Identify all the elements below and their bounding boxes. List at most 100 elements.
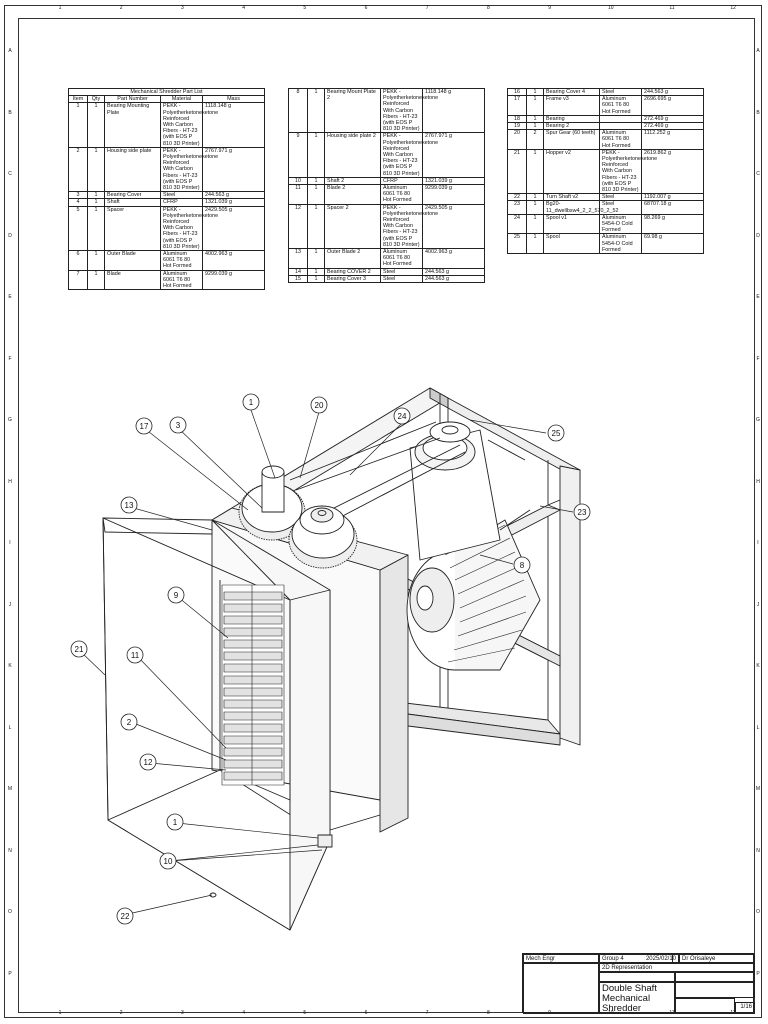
mass-cell: 1321.039 g (422, 176, 485, 186)
mass-cell: 2767.971 g (201, 146, 266, 193)
zone-column-label: 3 (181, 1010, 184, 1016)
balloon-9: 9 (167, 586, 185, 604)
tb-date-cell: 2025/02/10 (643, 954, 679, 963)
zone-row-label: N (756, 847, 760, 854)
zone-column-label: 8 (487, 5, 490, 11)
balloon-text: 25 (552, 429, 561, 438)
zone-row-label: E (8, 294, 12, 300)
material-cell: PEKK - Polyetherketoneketone Reinforced … (380, 203, 438, 250)
drawing-title-line-1: Double Shaft (602, 983, 657, 994)
material-cell: Aluminum 6061 T6 80 Hot Formed (599, 95, 642, 116)
balloon-10: 10 (159, 852, 177, 870)
balloon-11: 11 (126, 646, 144, 664)
drawing-title-line-2: Mechanical (602, 993, 651, 1004)
zone-row-label: D (8, 232, 12, 239)
zone-column-label: 1 (58, 5, 62, 11)
zone-row-label: I (9, 540, 11, 546)
tb-approved-cell: Dr Orisaleye (679, 954, 755, 963)
zone-row-label: C (756, 171, 760, 177)
balloon-text: 22 (121, 912, 130, 921)
balloon-text: 1 (173, 818, 178, 827)
zone-row-label: O (8, 909, 12, 915)
material-cell: PEKK - Polyetherketoneketone Reinforced … (160, 205, 218, 252)
zone-row-label: P (8, 970, 12, 977)
title-block: Mech Engr Group 4 2025/02/10 Dr Orisaley… (522, 953, 755, 1014)
material-cell: PEKK - Polyetherketoneketone Reinforced … (599, 148, 657, 195)
balloon-text: 12 (144, 758, 153, 767)
mass-cell: 272.469 g (641, 122, 704, 131)
balloon-3: 3 (169, 416, 187, 434)
outer-border (4, 5, 762, 1018)
balloon-22: 22 (116, 907, 134, 925)
balloon-text: 1 (249, 398, 254, 407)
balloon-2: 2 (120, 713, 138, 731)
zone-row-label: G (8, 417, 12, 423)
material-cell: Aluminum 6061 T6 80 Hot Formed (380, 184, 423, 205)
tb-empty-cell-2 (675, 972, 755, 982)
zone-column-label: 10 (608, 5, 614, 11)
balloon-text: 11 (131, 651, 140, 660)
material-cell: Aluminum 6061 T6 80 Hot Formed (599, 129, 642, 150)
balloon-24: 24 (393, 407, 411, 425)
part-number-cell: Bearing Mount Plate 2 (324, 87, 381, 134)
qty-cell: 1 (87, 269, 105, 291)
zone-row-label: C (8, 171, 12, 177)
zone-row-label: H (756, 478, 760, 485)
spur-gears-20 (238, 465, 358, 569)
belt-drive (289, 421, 466, 521)
zone-row-label: I (757, 540, 759, 546)
balloon-23: 23 (573, 503, 591, 521)
tb-sheet-number: 1/16 (740, 1004, 752, 1010)
tb-approved-by: Dr Orisaleye (682, 956, 716, 962)
zone-column-label: 6 (364, 1010, 368, 1016)
material-cell: PEKK - Polyetherketoneketone Reinforced … (160, 102, 218, 148)
tb-doc-type-cell: 2D Representation (599, 963, 755, 972)
balloon-1: 1 (166, 813, 184, 831)
mass-cell: 9299.039 g (201, 269, 266, 291)
zone-row-label: K (8, 663, 12, 669)
mass-cell: 244.563 g (641, 87, 704, 97)
zone-column-label: 7 (425, 1010, 429, 1016)
parts-list-title: Mechanical Shredder Part List (67, 87, 266, 97)
zone-row-label: D (756, 232, 760, 239)
tb-sheet-cell: 1/16 (735, 1002, 755, 1014)
zone-row-label: L (756, 724, 760, 731)
zone-column-label: 9 (548, 5, 551, 11)
balloon-text: 3 (176, 421, 181, 430)
balloon-25: 25 (547, 424, 565, 442)
hopper-21 (102, 517, 331, 931)
material-cell: Aluminum 6061 T6 80 Hot Formed (380, 248, 423, 269)
zone-row-label: J (756, 601, 760, 608)
zone-row-label: J (8, 601, 12, 608)
tb-empty-cell (599, 972, 675, 982)
zone-row-label: G (756, 417, 760, 423)
tb-group-cell: Group 4 (599, 954, 673, 963)
mass-cell: 1118.148 g (201, 102, 266, 148)
item-balloons: 1 20 24 25 23 8 17 3 13 9 21 11 2 12 1 1… (70, 393, 591, 925)
zone-row-label: A (8, 48, 12, 54)
mass-cell: 244.563 g (422, 274, 485, 284)
zone-row-label: P (756, 970, 760, 977)
balloon-21: 21 (70, 640, 88, 658)
zone-row-label: F (8, 355, 12, 362)
tb-dept: Mech Engr (526, 956, 556, 962)
balloon-text: 8 (520, 561, 525, 570)
mass-cell: 1112.252 g (641, 129, 704, 150)
balloon-8: 8 (513, 556, 531, 574)
